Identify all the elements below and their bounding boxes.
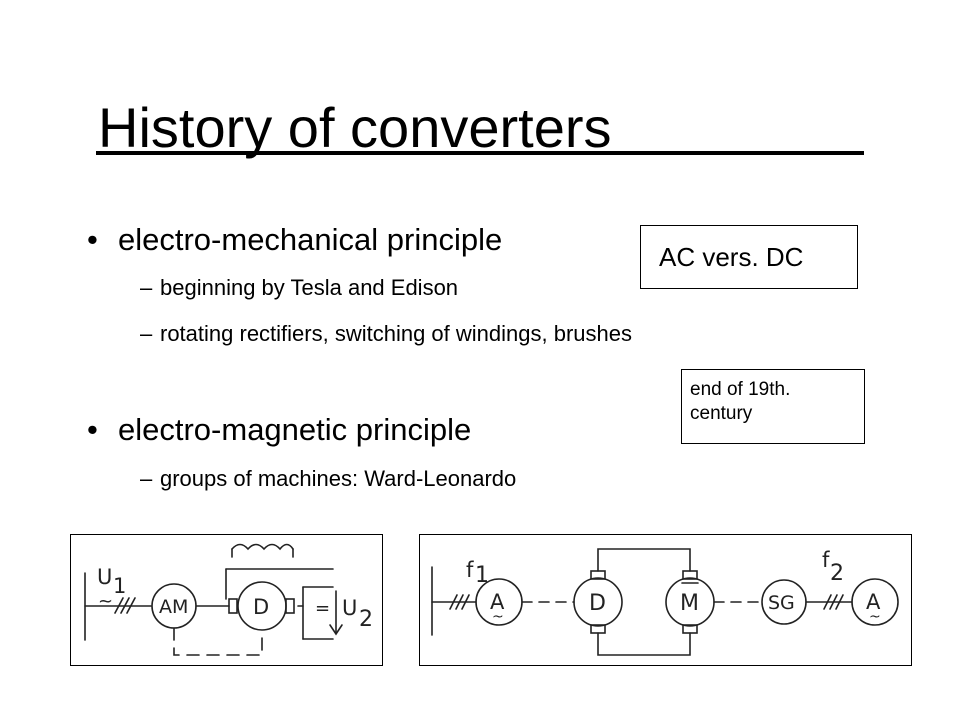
brush-right [285, 598, 295, 614]
bullet-text: electro-magnetic principle [118, 412, 472, 447]
machine-d-circle [573, 577, 623, 627]
label-equals: = [315, 598, 330, 619]
diagram-left-drawing: U 1 ~ AM D = U 2 [84, 543, 373, 656]
slide-title: History of converters [98, 96, 612, 159]
brush-left [228, 598, 238, 614]
bullet-marker: • [87, 412, 98, 447]
field-winding [231, 543, 294, 551]
mechanical-coupling-dashed [173, 627, 263, 656]
ward-leonardo-diagram: f 1 A ~ D M SG f 2 A ~ [419, 534, 912, 666]
armature-loop-top [597, 548, 691, 572]
label-f2-sub: 2 [830, 561, 844, 586]
label-m: M [680, 591, 699, 616]
armature-loop-bottom [597, 632, 691, 656]
callout-line-1: end of 19th. [690, 379, 791, 400]
label-sg: SG [768, 592, 795, 614]
callout-line-2: century [690, 403, 753, 424]
label-f1: f [466, 558, 474, 582]
svg-text:~: ~ [492, 609, 504, 625]
label-f1-sub: 1 [475, 563, 489, 588]
label-a-right: A [866, 590, 881, 614]
machine-a-right-circle [851, 578, 899, 626]
label-a-left: A [490, 590, 505, 614]
converter-diagram-left: U 1 ~ AM D = U 2 [70, 534, 383, 666]
title-underline [96, 151, 864, 155]
label-u2-sub: 2 [359, 607, 373, 632]
label-d: D [589, 591, 606, 616]
bullet-marker: • [87, 222, 98, 257]
subbullet-text: rotating rectifiers, switching of windin… [160, 321, 632, 346]
label-u1-sub: 1 [113, 574, 126, 598]
subbullet-text: beginning by Tesla and Edison [160, 275, 459, 300]
callout-text: AC vers. DC [659, 242, 804, 272]
callout-ac-vs-dc: AC vers. DC [640, 225, 858, 289]
dash-marker: – [140, 466, 153, 491]
subbullet-text: groups of machines: Ward-Leonardo [160, 466, 517, 491]
bullet-text: electro-mechanical principle [118, 222, 503, 257]
label-tilde: ~ [98, 591, 113, 612]
label-u2: U [342, 596, 357, 620]
svg-text:~: ~ [869, 609, 881, 625]
callout-end-of-century: end of 19th. century [681, 369, 865, 444]
dash-marker: – [140, 321, 153, 346]
label-am: AM [159, 596, 188, 618]
label-f2: f [822, 548, 830, 572]
label-d: D [253, 595, 269, 619]
label-u1: U [97, 565, 112, 589]
dash-marker: – [140, 275, 153, 300]
diagram-right-drawing: f 1 A ~ D M SG f 2 A ~ [431, 548, 899, 656]
